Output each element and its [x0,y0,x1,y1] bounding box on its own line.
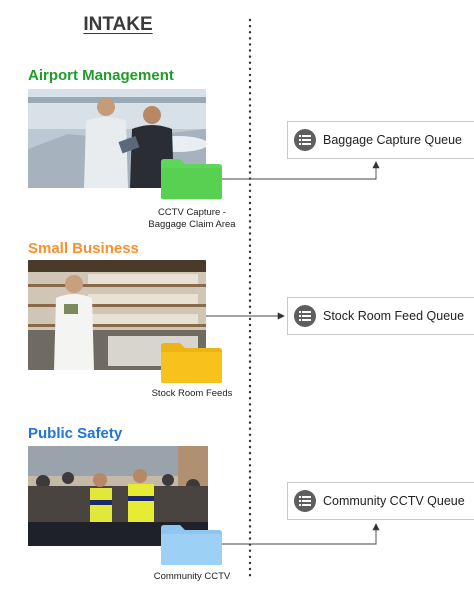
pharmacy-worker-photo [28,260,206,370]
folder-icon[interactable] [160,156,223,200]
police-crowd-photo [28,446,208,546]
queue-label: Stock Room Feed Queue [323,309,465,323]
section-heading-safety: Public Safety [28,425,123,442]
dotted-divider [248,18,252,583]
folder-label-airport: CCTV Capture - Baggage Claim Area [148,207,236,230]
queue-label: Community CCTV Queue [323,494,465,508]
folder-icon[interactable] [160,340,223,384]
intake-title: INTAKE [83,14,153,35]
queue-list-icon [294,490,316,512]
queue-list-icon [294,305,316,327]
connector-safety [222,523,380,545]
folder-icon[interactable] [160,522,223,566]
folder-label-business: Stock Room Feeds [151,388,233,399]
queue-list-icon [294,129,316,151]
queue-label: Baggage Capture Queue [323,133,462,147]
connector-airport [222,161,380,180]
queue-node-stock[interactable]: Stock Room Feed Queue [287,297,474,335]
section-heading-business: Small Business [28,240,139,257]
queue-node-community[interactable]: Community CCTV Queue [287,482,474,520]
queue-node-baggage[interactable]: Baggage Capture Queue [287,121,474,159]
folder-label-safety: Community CCTV [153,571,231,582]
section-heading-airport: Airport Management [28,67,174,84]
